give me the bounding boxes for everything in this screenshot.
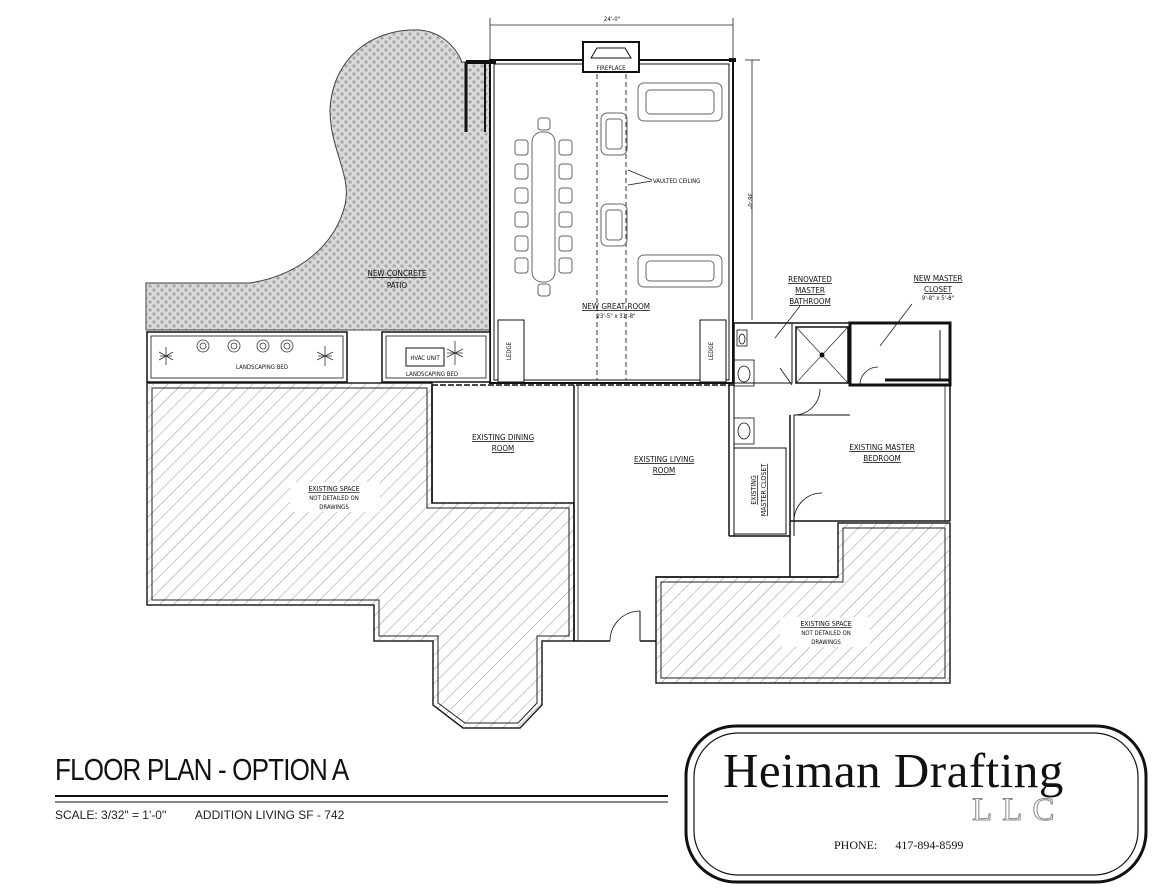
phone-line: PHONE: 417-894-8599 — [834, 838, 981, 853]
fireplace-label: FIREPLACE — [596, 65, 626, 72]
ledge-left: LEDGE — [497, 319, 525, 383]
bath-label-line1: RENOVATED — [788, 275, 832, 284]
dimension-right-height: 36'-0" — [746, 193, 753, 209]
dining-table — [514, 117, 573, 297]
living-room-label-line2: ROOM — [653, 466, 676, 475]
existing-right-line2: NOT DETAILED ON — [801, 630, 851, 637]
bath-label-line3: BATHROOM — [789, 297, 831, 306]
living-room-label-line1: EXISTING LIVING — [634, 455, 694, 464]
landscaping-bed-1: LANDSCAPING BED — [146, 331, 348, 383]
living-furniture — [600, 82, 723, 288]
existing-space-right — [655, 522, 951, 684]
company-suffix: LLC — [971, 792, 1065, 829]
existing-space-left — [146, 382, 575, 729]
existing-closet-label-line2: MASTER CLOSET — [760, 464, 768, 517]
concrete-patio — [145, 29, 491, 331]
existing-closet-label-line1: EXISTING — [750, 475, 758, 505]
existing-right-line1: EXISTING SPACE — [800, 620, 851, 628]
ledge-left-label: LEDGE — [506, 341, 513, 360]
bedroom-label-line1: EXISTING MASTER — [849, 443, 915, 452]
fireplace: FIREPLACE — [582, 41, 640, 73]
phone-label: PHONE: — [834, 838, 878, 852]
drawing-title: FLOOR PLAN - OPTION A — [55, 752, 349, 787]
landscaping-bed-2-label: LANDSCAPING BED — [406, 371, 458, 378]
dining-room-label-line2: ROOM — [492, 444, 515, 453]
new-master-closet-walls — [848, 321, 952, 387]
vaulted-ceiling-callout: VAULTED CEILING — [627, 169, 700, 186]
existing-master-closet: EXISTING MASTER CLOSET — [733, 447, 787, 535]
dimension-lines: 24'-0" 36'-0" — [489, 16, 760, 320]
new-closet-size: 9'-8" x 5'-8" — [922, 295, 954, 302]
bath-label-line2: MASTER — [795, 286, 825, 295]
company-name: Heiman Drafting — [723, 743, 1064, 798]
area-text: ADDITION LIVING SF - 742 — [194, 808, 345, 822]
scale-text: SCALE: 3/32" = 1'-0" — [55, 808, 167, 822]
title-rule — [55, 795, 668, 803]
bedroom-label-line2: BEDROOM — [863, 454, 901, 463]
new-closet-label-line2: CLOSET — [924, 285, 953, 294]
vaulted-ceiling-label: VAULTED CEILING — [653, 178, 700, 185]
great-room-size: 23'-5" x 31'-8" — [596, 313, 635, 320]
scale-line: SCALE: 3/32" = 1'-0" ADDITION LIVING SF … — [55, 808, 344, 822]
dining-room-label-line1: EXISTING DINING — [472, 433, 534, 442]
great-room-label: NEW GREAT ROOM — [582, 302, 650, 311]
patio-label-line1: NEW CONCRETE — [368, 269, 427, 278]
logo-frame — [684, 724, 1148, 884]
bathroom-fixtures — [733, 322, 879, 522]
existing-left-line1: EXISTING SPACE — [308, 485, 359, 493]
new-closet-label-line1: NEW MASTER — [914, 274, 963, 283]
ledge-right-label: LEDGE — [708, 341, 715, 360]
existing-left-line2: NOT DETAILED ON — [309, 495, 359, 502]
patio-label-line2: PATIO — [387, 281, 408, 290]
existing-left-line3: DRAWINGS — [319, 504, 349, 511]
existing-space-right-label: EXISTING SPACE NOT DETAILED ON DRAWINGS — [780, 617, 870, 647]
existing-space-left-label: EXISTING SPACE NOT DETAILED ON DRAWINGS — [290, 482, 380, 512]
existing-right-line3: DRAWINGS — [811, 639, 841, 646]
hvac-unit-label: HVAC UNIT — [410, 355, 440, 362]
ledge-right: LEDGE — [699, 319, 727, 383]
landscaping-bed-2: HVAC UNIT LANDSCAPING BED — [381, 331, 491, 383]
landscaping-bed-1-label: LANDSCAPING BED — [236, 364, 288, 371]
phone-number: 417-894-8599 — [895, 838, 964, 852]
dimension-top-width: 24'-0" — [604, 16, 620, 23]
